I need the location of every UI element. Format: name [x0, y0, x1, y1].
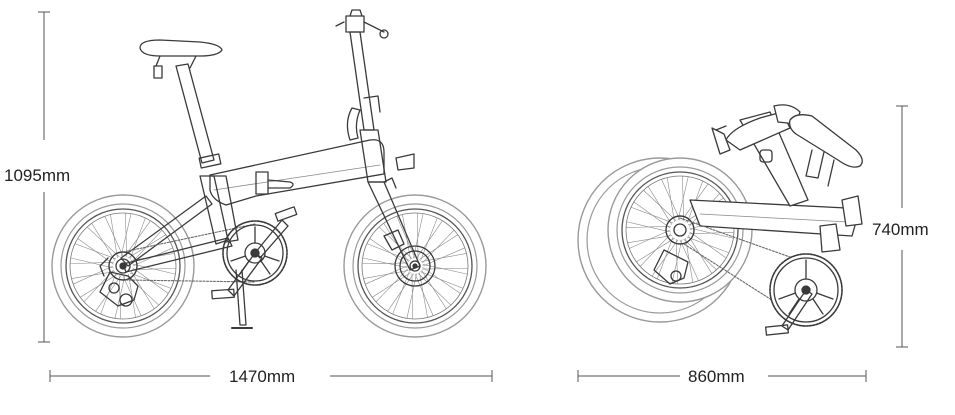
folded-bike-illustration [577, 104, 863, 336]
spoke [682, 175, 685, 222]
spoke [72, 265, 114, 285]
spoke [630, 206, 674, 224]
spoke [132, 263, 176, 275]
front-light [395, 153, 415, 171]
rear-derailleur [99, 257, 139, 307]
unfolded-height-label: 1095mm [4, 166, 70, 185]
unfolded-bike-illustration [51, 9, 487, 338]
spoke [86, 226, 120, 258]
pedal-rear [211, 288, 235, 300]
disc-caliper [383, 229, 405, 251]
rear-wheel [51, 194, 195, 338]
spoke [118, 274, 122, 320]
spoke [679, 239, 699, 282]
spoke [686, 236, 730, 254]
spoke [628, 229, 671, 249]
spoke [643, 189, 677, 222]
length-dimension-line-folded [577, 370, 867, 382]
spoke [625, 225, 672, 228]
height-dimension-line-unfolded [38, 11, 50, 343]
folded-saddle [788, 114, 863, 168]
kickstand [235, 269, 247, 326]
spoke [639, 233, 672, 267]
spoke [689, 227, 734, 239]
front-fork [367, 181, 421, 271]
spoke [131, 229, 163, 263]
folding-hinge [255, 171, 269, 195]
seatstay [120, 195, 213, 267]
spoke [100, 272, 117, 315]
seat-tube-lower [211, 175, 239, 243]
spoke [656, 236, 674, 280]
spoke [104, 215, 124, 257]
crank-arm-front [254, 219, 289, 259]
spoke [661, 178, 681, 221]
front-wheel [343, 194, 487, 338]
folded-height-label: 740mm [872, 220, 929, 239]
spoke [124, 212, 128, 258]
spoke [129, 217, 146, 260]
spoke [74, 243, 117, 260]
folded-length-label: 860mm [688, 367, 745, 386]
main-frame-tube [209, 139, 385, 206]
chainstay [122, 237, 233, 273]
handlebar-stem [349, 31, 375, 131]
length-dimension-line-unfolded [49, 370, 493, 382]
dimension-lines [38, 11, 908, 382]
seatpost-clamp [198, 153, 222, 169]
seatpost [175, 63, 215, 164]
spoke [122, 275, 142, 317]
seat-tube [199, 175, 229, 245]
saddle [139, 39, 223, 57]
stem-latch [346, 107, 361, 141]
spoke [69, 261, 115, 265]
pedal-front [274, 206, 298, 222]
spoke [675, 238, 678, 285]
unfolded-length-label: 1470mm [229, 367, 295, 386]
handlebar [335, 9, 389, 39]
height-dimension-line-folded [896, 105, 908, 348]
